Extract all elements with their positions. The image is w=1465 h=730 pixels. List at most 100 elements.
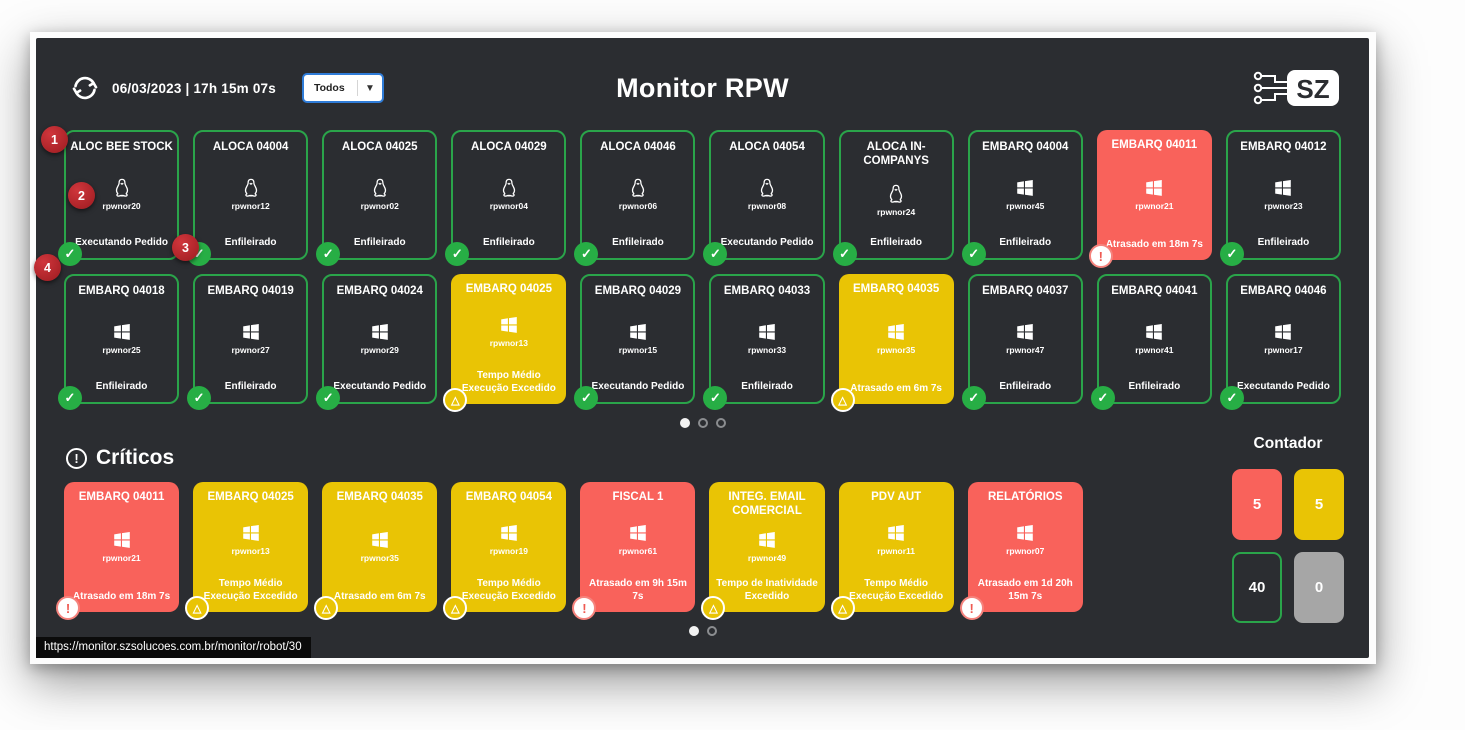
robot-host: rpwnor61 — [618, 546, 658, 557]
robot-host: rpwnor17 — [1264, 344, 1303, 355]
robot-card[interactable]: EMBARQ 04025 rpwnor13 Tempo Médio Execuç… — [443, 274, 567, 412]
robot-name: ALOCA 04054 — [729, 141, 805, 153]
annotation-badge-4: 4 — [34, 254, 61, 281]
robot-status: Enfileirado — [224, 380, 277, 392]
robot-card-body: rpwnor15 — [619, 295, 657, 381]
status-badge: ✓ — [187, 386, 212, 410]
status-badge: ✓ — [1090, 386, 1115, 410]
robot-card[interactable]: ALOCA 04025 rpwnor02 Enfileirado ✓ — [316, 130, 438, 266]
robot-host: rpwnor25 — [102, 344, 141, 355]
robot-status: Executando Pedido — [1237, 380, 1330, 392]
status-url-tooltip: https://monitor.szsolucoes.com.br/monito… — [36, 637, 311, 658]
robot-card[interactable]: EMBARQ 04011 rpwnor21 Atrasado em 18m 7s… — [1088, 130, 1212, 268]
status-badge: △ — [830, 596, 855, 620]
robot-card-body: rpwnor12 — [232, 151, 270, 237]
robot-card-body: rpwnor08 — [748, 151, 786, 237]
pagination-dot[interactable] — [706, 626, 717, 636]
robot-card[interactable]: EMBARQ 04029 rpwnor15 Executando Pedido … — [574, 274, 696, 410]
robot-card-body: rpwnor27 — [232, 295, 270, 381]
windows-icon — [1146, 323, 1163, 340]
robot-status: Tempo de Inatividade Excedido — [716, 578, 818, 602]
status-badge: △ — [443, 596, 468, 620]
status-badge: ✓ — [574, 242, 599, 266]
counter-box-warning[interactable]: 5 — [1294, 469, 1344, 540]
header: 06/03/2023 | 17h 15m 07s Todos ▼ Monitor… — [62, 66, 1343, 110]
robot-card[interactable]: EMBARQ 04035 rpwnor35 Atrasado em 6m 7s … — [314, 482, 438, 620]
pagination-dot[interactable] — [679, 418, 690, 428]
robot-card-body: rpwnor41 — [1135, 295, 1173, 381]
status-badge: ✓ — [574, 386, 599, 410]
status-badge: ✓ — [1219, 386, 1244, 410]
robot-card[interactable]: EMBARQ 04004 rpwnor45 Enfileirado ✓ — [961, 130, 1083, 266]
robot-name: EMBARQ 04019 — [207, 285, 294, 297]
robot-card-body: rpwnor21 — [102, 501, 141, 591]
filter-dropdown-value: Todos — [313, 82, 345, 94]
status-badge: △ — [443, 388, 468, 412]
robot-card-body: rpwnor02 — [361, 151, 399, 237]
robot-status: Atrasado em 9h 15m 7s — [589, 578, 687, 602]
robot-status: Enfileirado — [1128, 380, 1181, 392]
robot-card[interactable]: FISCAL 1 rpwnor61 Atrasado em 9h 15m 7s … — [572, 482, 696, 620]
linux-icon — [889, 185, 903, 203]
robot-card[interactable]: EMBARQ 04019 rpwnor27 Enfileirado ✓ — [187, 274, 309, 410]
robot-card[interactable]: EMBARQ 04012 rpwnor23 Enfileirado ✓ — [1219, 130, 1341, 266]
robot-card[interactable]: EMBARQ 04035 rpwnor35 Atrasado em 6m 7s … — [830, 274, 954, 412]
criticos-section: ! Críticos EMBARQ 04011 rpwnor21 Atrasad… — [56, 446, 1341, 636]
windows-icon — [501, 317, 517, 334]
linux-icon — [115, 178, 128, 197]
pagination-dot[interactable] — [715, 418, 726, 428]
robot-host: rpwnor02 — [360, 200, 399, 211]
criticos-pagination — [64, 626, 1341, 636]
robot-card[interactable]: INTEG. EMAIL COMERCIAL rpwnor49 Tempo de… — [701, 482, 825, 620]
robot-card[interactable]: PDV AUT rpwnor11 Tempo Médio Execução Ex… — [830, 482, 954, 620]
pagination-dot[interactable] — [688, 626, 699, 636]
robot-name: ALOCA IN-COMPANYS — [863, 141, 929, 167]
robot-card[interactable]: EMBARQ 04033 rpwnor33 Enfileirado ✓ — [703, 274, 825, 410]
robot-card-body: rpwnor19 — [490, 501, 528, 578]
robot-card[interactable]: EMBARQ 04024 rpwnor29 Executando Pedido … — [316, 274, 438, 410]
robot-card-body: rpwnor21 — [1135, 149, 1173, 239]
robot-card[interactable]: ALOCA 04046 rpwnor06 Enfileirado ✓ — [574, 130, 696, 266]
robot-card[interactable]: EMBARQ 04041 rpwnor41 Enfileirado ✓ — [1090, 274, 1212, 410]
status-badge: ✓ — [703, 242, 728, 266]
robot-host: rpwnor13 — [231, 546, 270, 557]
windows-icon — [113, 531, 130, 548]
robot-host: rpwnor20 — [102, 200, 141, 211]
robot-name: EMBARQ 04011 — [1111, 139, 1198, 151]
robot-card[interactable]: EMBARQ 04046 rpwnor17 Executando Pedido … — [1219, 274, 1341, 410]
annotation-badge-3: 3 — [172, 234, 199, 261]
counter-box-idle[interactable]: 0 — [1294, 552, 1344, 623]
status-badge: ✓ — [445, 242, 470, 266]
refresh-icon[interactable] — [70, 73, 100, 103]
robot-status: Tempo Médio Execução Excedido — [849, 578, 944, 602]
windows-icon — [1017, 323, 1034, 340]
robot-card[interactable]: EMBARQ 04025 rpwnor13 Tempo Médio Execuç… — [185, 482, 309, 620]
status-badge: △ — [830, 388, 855, 412]
robot-status: Enfileirado — [741, 380, 793, 392]
pagination-dot[interactable] — [697, 418, 708, 428]
alert-circle-icon: ! — [66, 447, 87, 469]
robot-card[interactable]: EMBARQ 04054 rpwnor19 Tempo Médio Execuç… — [443, 482, 567, 620]
windows-icon — [1275, 323, 1292, 340]
robot-card[interactable]: ALOCA 04029 rpwnor04 Enfileirado ✓ — [445, 130, 567, 266]
robot-card[interactable]: EMBARQ 04011 rpwnor21 Atrasado em 18m 7s… — [56, 482, 180, 620]
robot-card[interactable]: EMBARQ 04018 rpwnor25 Enfileirado ✓ — [58, 274, 180, 410]
robot-card-body: rpwnor25 — [102, 295, 141, 381]
windows-icon — [371, 323, 388, 340]
robot-card[interactable]: RELATÓRIOS rpwnor07 Atrasado em 1d 20h 1… — [959, 482, 1083, 620]
robot-card-body: rpwnor35 — [877, 293, 915, 383]
status-badge: ! — [572, 596, 597, 620]
robot-card-body: rpwnor49 — [748, 514, 786, 578]
robot-card[interactable]: EMBARQ 04037 rpwnor47 Enfileirado ✓ — [961, 274, 1083, 410]
status-badge: △ — [185, 596, 210, 620]
robot-host: rpwnor07 — [1006, 546, 1045, 557]
robot-card-body: rpwnor07 — [1006, 501, 1044, 578]
counter-box-ok[interactable]: 40 — [1232, 552, 1282, 623]
filter-dropdown[interactable]: Todos ▼ — [301, 73, 384, 103]
robot-card[interactable]: ALOCA 04004 rpwnor12 Enfileirado ✓ — [187, 130, 309, 266]
robot-name: EMBARQ 04033 — [723, 285, 811, 297]
counter-box-danger[interactable]: 5 — [1232, 469, 1282, 540]
robot-card[interactable]: ALOCA 04054 rpwnor08 Executando Pedido ✓ — [703, 130, 825, 266]
robot-card[interactable]: ALOCA IN-COMPANYS rpwnor24 Enfileirado ✓ — [832, 130, 954, 266]
